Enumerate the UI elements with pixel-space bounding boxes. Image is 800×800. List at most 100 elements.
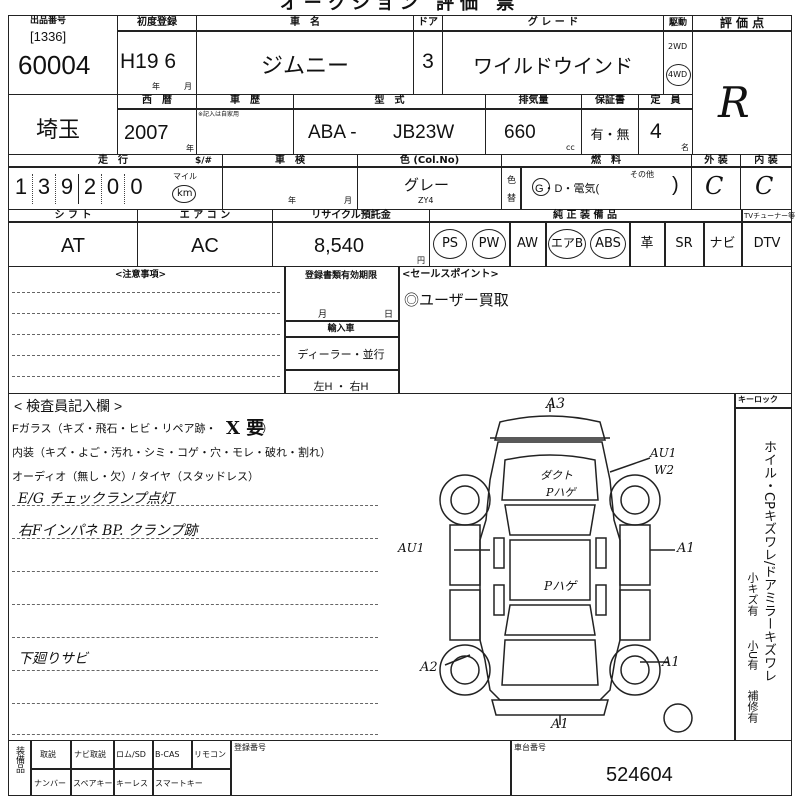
bottom-cell <box>8 740 792 796</box>
km-unit: km <box>177 188 193 199</box>
right-door <box>619 524 651 586</box>
glass-close: ） <box>262 423 273 435</box>
door-label: ドア <box>418 17 438 28</box>
notes-label: <注意事項> <box>115 270 167 280</box>
damage-small-scratch: 小キズ有 <box>746 572 759 616</box>
recycle-label: リサイクル預託金 <box>311 210 391 221</box>
chassis-label: 車台番号 <box>514 743 546 752</box>
rear-left-wheel <box>439 644 491 696</box>
shift-label: シ フ ト <box>54 210 92 221</box>
eval-label: 評 価 点 <box>719 16 765 30</box>
equip-abs: ABS <box>589 229 627 259</box>
model-label: 型 式 <box>374 95 405 106</box>
form-title: オークション 評価 票 <box>279 0 521 14</box>
equip-bcas: B-CAS <box>155 750 180 759</box>
anno-center: Pハゲ <box>544 579 577 593</box>
mileage-digit: 0 <box>130 174 143 199</box>
equip-ps: PS <box>432 229 468 259</box>
anno-front: A3 <box>546 396 566 412</box>
chassis-number: 524604 <box>606 764 673 786</box>
equip-rom-sd: ロム/SD <box>116 750 146 759</box>
rear-right-wheel <box>609 644 661 696</box>
anno-right-top-2: W2 <box>654 463 674 477</box>
sales-point-label: <セールスポイント> <box>402 269 499 280</box>
damage-small-dent: 小U有 <box>746 640 759 671</box>
ac-label: エ ア コ ン <box>179 210 231 221</box>
right-mirror <box>595 537 607 569</box>
front-left-wheel <box>439 474 491 526</box>
shift: AT <box>60 235 86 257</box>
tv-tuner-label: TVチューナー等 <box>744 212 796 220</box>
warranty: 有・無 <box>590 127 630 142</box>
glass-mark: X 要 <box>226 418 265 439</box>
western-year-label: 西 暦 <box>142 95 172 106</box>
color: グレー <box>404 177 450 194</box>
drive-4wd: 4WD <box>668 70 688 79</box>
doc-deadline-label: 登録書類有効期限 <box>304 271 377 281</box>
history-note: ※記入は自家用 <box>198 111 240 118</box>
mileage-digit: 9 <box>56 174 79 204</box>
mileage-label: 走 行 <box>98 155 128 166</box>
gasoline-circle <box>532 178 550 196</box>
month-unit: 月 <box>184 82 192 91</box>
car-name-label: 車 名 <box>290 17 320 28</box>
equip-number-plate: ナンバー <box>34 779 66 788</box>
recycle-fee: 8,540 <box>314 235 365 257</box>
anno-left-mid: AU1 <box>398 541 425 555</box>
western-year-unit: 年 <box>186 144 194 153</box>
first-reg-label: 初度登録 <box>137 17 177 28</box>
interior-label: 内 装 <box>754 155 778 166</box>
fuel-other: その他 <box>630 170 654 179</box>
doc-month-label: 月 <box>318 310 328 320</box>
key-lock-label: キーロック <box>738 395 778 404</box>
spare-tire <box>663 703 693 733</box>
damage-repair: 補修有 <box>746 690 759 723</box>
car-diagram <box>439 404 693 733</box>
color-change-label: 色替 <box>507 176 517 204</box>
lot-number: 60004 <box>18 50 91 80</box>
anno-top-2: Pハゲ <box>546 486 576 499</box>
notes-cell <box>8 266 792 394</box>
windshield <box>504 504 596 536</box>
equip-spare-key: スペアキー <box>73 779 113 788</box>
dealer-label: ディーラー・並行 <box>297 349 385 361</box>
capacity-label: 定 員 <box>650 95 681 106</box>
hood <box>501 454 599 501</box>
fuel-close: ) <box>672 174 679 196</box>
first-reg-value: H19 6 <box>120 50 177 73</box>
anno-top-1: ダクト <box>540 469 573 482</box>
equip-aw: AW <box>516 236 539 251</box>
capacity: 4 <box>650 120 662 143</box>
doors: 3 <box>422 50 434 73</box>
warranty-label: 保証書 <box>595 95 625 106</box>
sales-point: ◎ユーザー買取 <box>404 292 509 309</box>
color-code: ZY4 <box>418 196 434 205</box>
drive-2wd: 2WD <box>668 42 688 51</box>
front-bumper <box>494 415 606 441</box>
equip-pw: PW <box>471 229 507 259</box>
displacement: 660 <box>504 122 536 143</box>
inspection-year-unit: 年 <box>288 196 296 205</box>
reg-number-label: 登録番号 <box>234 743 266 752</box>
left-mirror <box>493 537 505 569</box>
anno-right-top-1: AU1 <box>650 446 677 460</box>
left-quarter <box>449 589 481 641</box>
km-circle <box>172 185 196 203</box>
mileage-digit: 1 <box>10 174 33 204</box>
anno-right-mid: A1 <box>677 541 695 556</box>
interior-line: 内装（キズ・よご・汚れ・シミ・コゲ・穴・モレ・破れ・割れ） <box>12 447 331 459</box>
history-label: 車 歴 <box>230 95 260 106</box>
mile-unit: マイル <box>173 172 197 181</box>
interior-grade: C <box>755 172 774 200</box>
car-name: ジムニー <box>260 53 349 78</box>
glass-line: Fガラス（キズ・飛石・ヒビ・リペア跡・ <box>12 423 217 435</box>
drive-4wd-circle <box>666 64 691 86</box>
anno-right-rear: A1 <box>662 655 680 670</box>
displacement-unit: cc <box>566 143 575 152</box>
mileage-digit: 0 <box>102 174 125 204</box>
damage-vertical-text: ホイル・CPキズワレ/ドアミラーキズワレ <box>761 440 776 683</box>
equip-navi: ナビ <box>709 236 736 251</box>
year-unit: 年 <box>152 82 160 91</box>
exterior-label: 外 装 <box>704 155 728 166</box>
equip-navi-manual: ナビ取説 <box>74 750 106 759</box>
